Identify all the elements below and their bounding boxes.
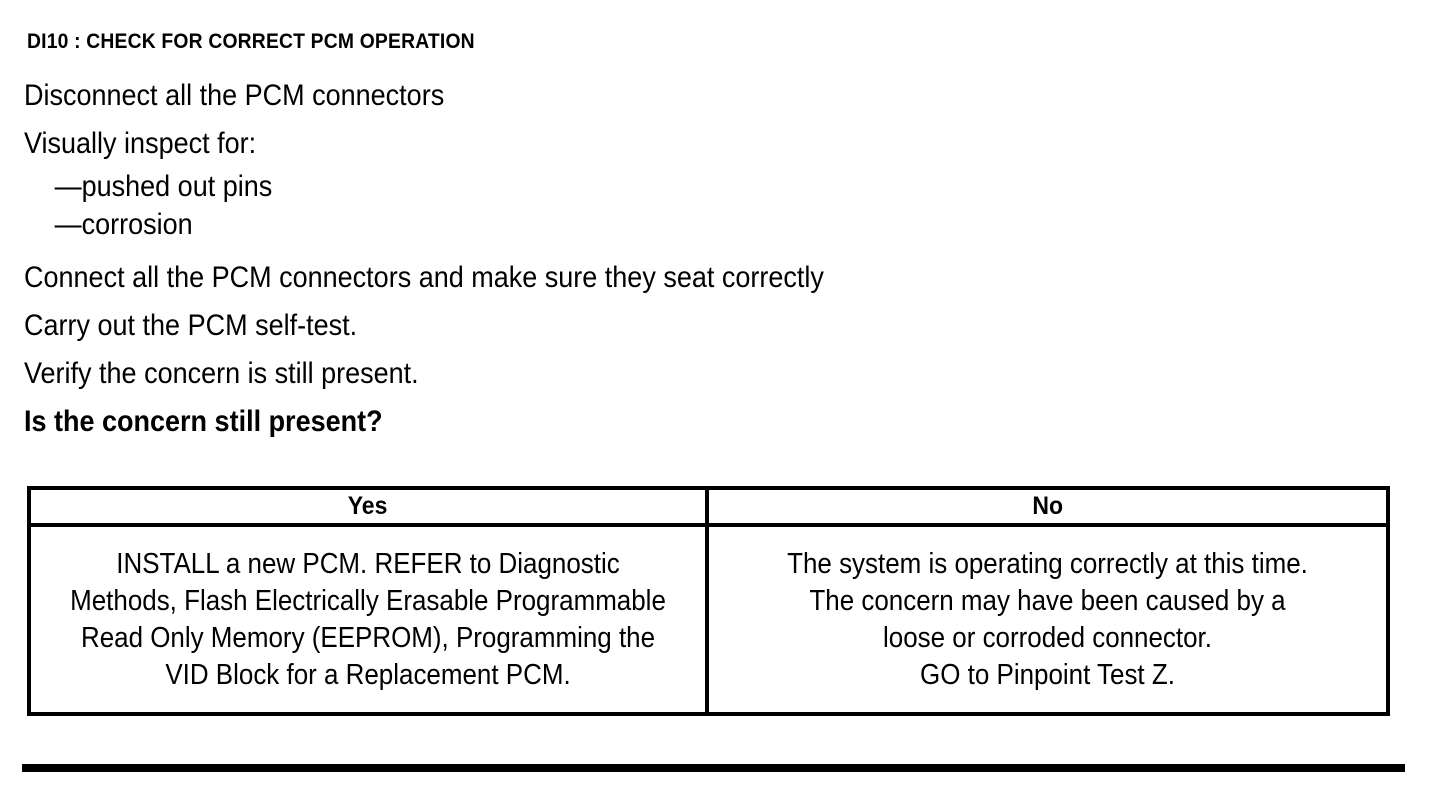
instruction-line: Verify the concern is still present. <box>24 357 419 390</box>
decision-question: Is the concern still present? <box>24 405 383 438</box>
decision-table: Yes No INSTALL a new PCM. REFER to Diagn… <box>27 486 1390 716</box>
spacer <box>24 244 1364 254</box>
instruction-line: Disconnect all the PCM connectors <box>24 79 445 112</box>
table-cell-no-action: The system is operating correctly at thi… <box>709 527 1386 712</box>
cell-text: The system is operating correctly at thi… <box>787 547 1308 691</box>
table-header-cell-yes: Yes <box>31 490 709 523</box>
instruction-line: Carry out the PCM self-test. <box>24 309 358 342</box>
list-item: —pushed out pins <box>54 170 273 203</box>
instruction-line: Visually inspect for: <box>24 127 257 160</box>
table-header-cell-no: No <box>709 490 1386 523</box>
table-cell-yes-action: INSTALL a new PCM. REFER to Diagnostic M… <box>31 527 709 712</box>
table-header-row: Yes No <box>31 490 1386 527</box>
instruction-line: Connect all the PCM connectors and make … <box>24 261 824 294</box>
list-item: —corrosion <box>54 208 193 241</box>
instruction-block: Disconnect all the PCM connectors Visual… <box>24 72 1364 446</box>
section-divider-rule <box>22 764 1405 772</box>
cell-text: INSTALL a new PCM. REFER to Diagnostic M… <box>70 547 666 691</box>
page-title: DI10 : CHECK FOR CORRECT PCM OPERATION <box>27 30 475 53</box>
column-header-label: Yes <box>348 492 388 520</box>
column-header-label: No <box>1032 492 1063 520</box>
table-row: INSTALL a new PCM. REFER to Diagnostic M… <box>31 527 1386 712</box>
inspect-item-list: —pushed out pins —corrosion <box>24 168 1364 244</box>
